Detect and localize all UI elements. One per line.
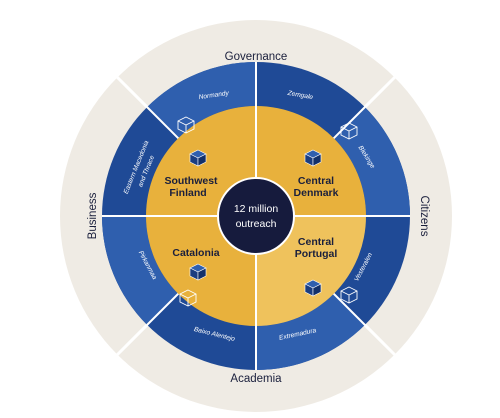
region-catalonia: Catalonia <box>172 247 219 259</box>
hex-outline-icon <box>340 286 358 304</box>
region-central-denmark: Central Denmark <box>294 175 339 199</box>
blue-ring-segment <box>333 107 411 216</box>
region-label-line: Southwest <box>164 175 218 187</box>
hex-outline-icon <box>340 122 358 140</box>
region-label-line: Central <box>298 175 334 187</box>
blue-ring-segment <box>102 216 179 325</box>
cube-icon <box>189 149 207 167</box>
region-label-line: Central <box>298 236 334 248</box>
ring-label-zemgale: Zemgale <box>286 90 314 102</box>
hex-outline-icon <box>179 289 197 307</box>
region-label-line: Finland <box>169 187 206 199</box>
cube-icon <box>304 149 322 167</box>
label-business: Business <box>87 192 99 239</box>
label-governance: Governance <box>225 51 288 63</box>
cube-icon <box>189 263 207 281</box>
blue-ring-segment <box>256 293 365 370</box>
label-academia: Academia <box>230 373 282 385</box>
region-label-line: Denmark <box>294 187 339 199</box>
region-central-portugal: Central Portugal <box>295 236 338 260</box>
hex-outline-icon <box>177 116 195 134</box>
region-label-line: Catalonia <box>172 247 219 259</box>
region-label-line: Portugal <box>295 248 338 260</box>
center-circle <box>217 177 295 255</box>
blue-ring-segments <box>102 62 411 370</box>
center-line-2: outreach <box>236 218 277 230</box>
ring-label-normandy: Normandy <box>198 90 230 101</box>
region-cube-icons <box>189 149 322 297</box>
blue-ring-segment <box>147 62 256 139</box>
region-southwest-finland: Southwest Finland <box>164 175 218 199</box>
cube-icon <box>304 279 322 297</box>
center-line-1: 12 million <box>234 203 279 215</box>
label-citizens: Citizens <box>418 196 430 237</box>
ring-hex-icons <box>177 116 358 307</box>
